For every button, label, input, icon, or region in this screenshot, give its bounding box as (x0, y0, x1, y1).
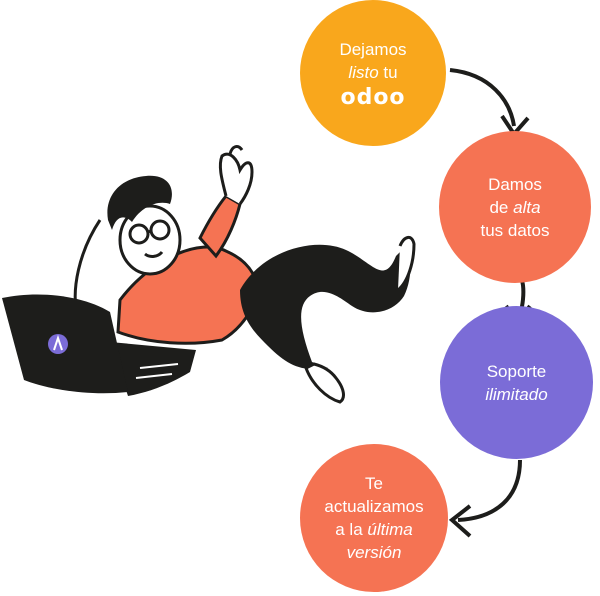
step-2-line2: de alta (489, 196, 540, 219)
step-circle-1: Dejamos listo tu odoo (300, 0, 446, 146)
step-4-emphasis-2: versión (346, 543, 402, 562)
hair (107, 175, 172, 230)
step-4-line4: versión (347, 541, 402, 564)
step-4-line2: actualizamos (324, 497, 424, 516)
step-3-line2: ilimitado (485, 383, 547, 406)
glasses-right (149, 219, 171, 241)
step-4-line1: Te (365, 474, 383, 493)
step-circle-2: Damos de alta tus datos (439, 131, 591, 283)
laptop-logo-icon (48, 334, 68, 354)
step-4-line3: a la última (335, 518, 413, 541)
glasses-left (128, 223, 150, 245)
step-4-emphasis: última (367, 520, 413, 539)
step-1-line1: Dejamos (339, 39, 407, 59)
arrow-1 (449, 68, 516, 127)
step-3-emphasis: ilimitado (485, 384, 548, 404)
step-2-line2-pre: de (489, 197, 514, 217)
step-1-line2: listo tu (348, 61, 397, 84)
step-1-emphasis: listo (348, 62, 379, 82)
step-2-emphasis: alta (513, 197, 541, 217)
step-4-line3-pre: a la (335, 520, 368, 539)
pants (240, 244, 411, 370)
step-3-line1: Soporte (486, 361, 547, 381)
laptop-base (110, 342, 196, 396)
step-2-line3: tus datos (480, 220, 550, 240)
step-circle-4: Te actualizamos a la última versión (300, 444, 448, 592)
odoo-logo: odoo (340, 84, 406, 110)
step-2-line1: Damos (488, 174, 542, 194)
step-circle-3: Soporte ilimitado (440, 306, 593, 459)
arrow-3 (457, 459, 522, 522)
step-1-line2-rest: tu (378, 62, 398, 82)
waving-hand (218, 152, 254, 205)
